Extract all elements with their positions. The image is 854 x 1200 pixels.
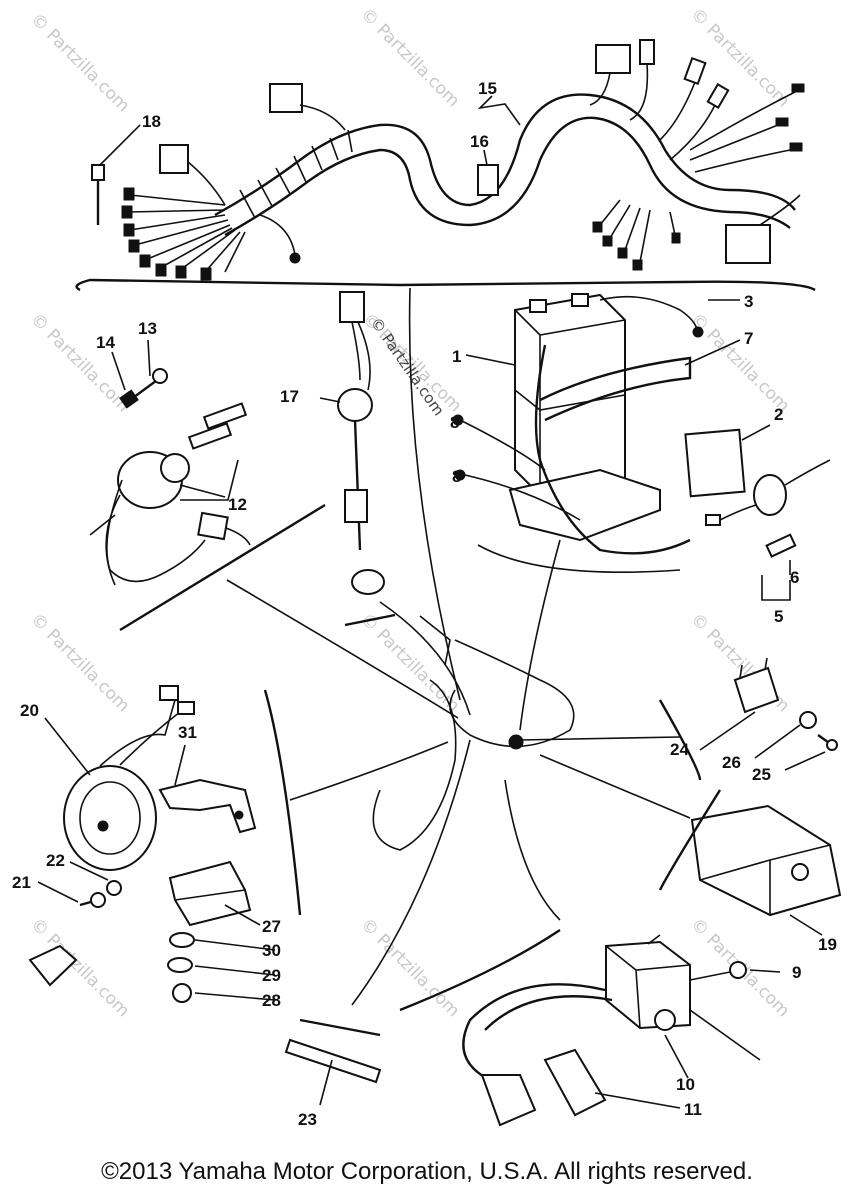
wire-harness	[75, 39, 816, 292]
callout-7: 7	[744, 329, 753, 348]
callout-21: 21	[12, 873, 31, 892]
frame-bolt	[508, 734, 524, 750]
callout-25: 25	[752, 765, 771, 784]
watermark: © Partzilla.com	[686, 4, 793, 111]
watermark: © Partzilla.com	[686, 309, 793, 416]
harness-connector	[595, 44, 631, 74]
callout-22: 22	[46, 851, 65, 870]
harness-connector	[725, 224, 771, 264]
flasher-assembly	[658, 657, 842, 917]
watermark: © Partzilla.com	[367, 314, 448, 419]
watermark: © Partzilla.com	[26, 609, 133, 716]
spark-plug	[284, 1018, 382, 1084]
callout-17: 17	[280, 387, 299, 406]
callout-23: 23	[298, 1110, 317, 1129]
battery-assembly	[452, 293, 831, 601]
callout-31: 31	[178, 723, 197, 742]
wiring-diagram: © Partzilla.com © Partzilla.com © Partzi…	[12, 4, 842, 1129]
callout-14: 14	[96, 333, 115, 352]
callout-13: 13	[138, 319, 157, 338]
callout-11: 11	[684, 1100, 702, 1119]
callout-5: 5	[774, 607, 783, 626]
frame-outline	[226, 287, 691, 1006]
callout-28: 28	[262, 991, 281, 1010]
callout-6: 6	[790, 568, 799, 587]
sensor-assembly	[337, 291, 396, 627]
callout-27: 27	[262, 917, 281, 936]
callout-18: 18	[142, 112, 161, 131]
fuse-holder	[477, 164, 499, 196]
callout-16: 16	[470, 132, 489, 151]
watermark-layer: © Partzilla.com © Partzilla.com © Partzi…	[26, 4, 793, 1021]
callout-29: 29	[262, 966, 281, 985]
main-switch-assembly	[89, 368, 326, 632]
callout-26: 26	[722, 753, 741, 772]
callout-1: 1	[452, 347, 461, 366]
callout-10: 10	[676, 1075, 695, 1094]
ignition-coil-assembly	[399, 929, 761, 1127]
callout-20: 20	[20, 701, 39, 720]
callout-8b: 8	[452, 467, 461, 486]
harness-connector	[269, 83, 303, 113]
callout-2: 2	[774, 405, 783, 424]
callout-9: 9	[792, 963, 801, 982]
callout-15: 15	[478, 79, 497, 98]
callout-labels: 1 2 3 5 6 7 8 8 9 10 11 12 13 14 15 16 1…	[12, 79, 837, 1129]
callout-30: 30	[262, 941, 281, 960]
watermark: © Partzilla.com	[356, 4, 463, 111]
callout-3: 3	[744, 292, 753, 311]
callout-19: 19	[818, 935, 837, 954]
watermark: © Partzilla.com	[26, 9, 133, 116]
callout-12: 12	[228, 495, 247, 514]
callout-8a: 8	[450, 413, 459, 432]
leader-lines	[37, 95, 826, 1109]
horn-assembly	[28, 685, 302, 1003]
callout-24: 24	[670, 740, 689, 759]
harness-connector	[159, 144, 189, 174]
copyright-notice: ©2013 Yamaha Motor Corporation, U.S.A. A…	[101, 1158, 753, 1185]
watermark: © Partzilla.com	[26, 309, 133, 416]
